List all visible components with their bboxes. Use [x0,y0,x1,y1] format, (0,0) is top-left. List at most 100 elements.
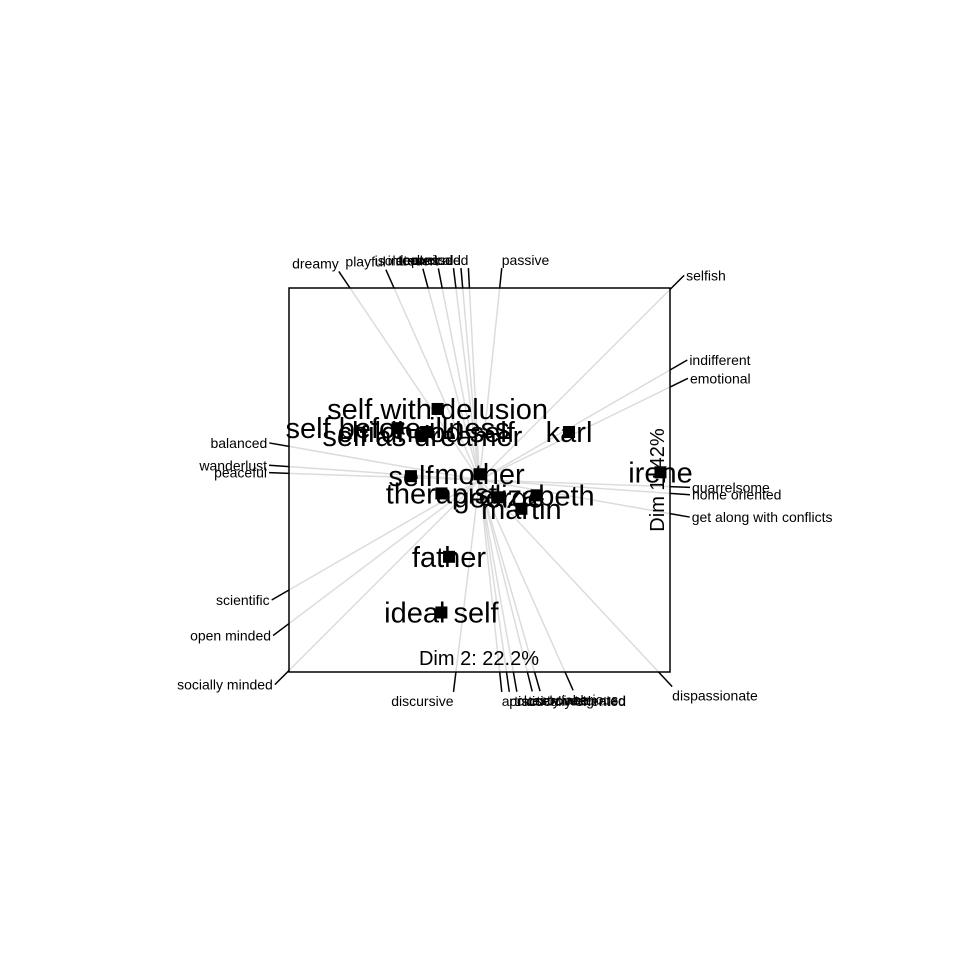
construct-ray [288,472,480,481]
construct-label: playful [345,254,385,270]
construct-tick [669,512,690,518]
element-label: mother [434,459,525,491]
construct-tick [498,268,503,289]
construct-ray [288,479,480,625]
element-label: ideal self [384,597,499,629]
construct-tick [512,671,518,692]
construct-tick [564,671,574,691]
construct-tick [268,471,290,475]
construct-tick [467,267,471,289]
element-marker [563,426,576,438]
x-axis-label: Dim 2: 22.2% [419,648,539,670]
construct-label: get along with conflicts [692,509,833,525]
element-label: childhood self [337,417,515,449]
construct-ray [478,479,501,673]
element-label: therapist [386,478,497,510]
element-label: karl [546,417,593,449]
construct-ray [479,479,671,495]
construct-tick [272,622,290,637]
construct-tick [452,268,457,289]
construct-label: sociable [540,692,592,708]
construct-ray [478,479,515,673]
construct-label: technical [398,252,453,268]
construct-label: balanced [210,435,267,451]
construct-label: dreamy [292,255,339,271]
construct-ray [479,479,671,488]
construct-label: passive [502,252,550,268]
construct-tick [274,669,290,686]
construct-label: emotional [690,370,751,386]
element-label: irene [628,457,693,489]
construct-ray [478,479,660,673]
element-label: martin [481,494,562,526]
construct-label: quarrelsome [692,479,770,495]
construct-label: socially minded [177,677,273,693]
construct-ray [441,287,481,481]
construct-ray [478,287,501,481]
construct-label: wanderlust [198,457,267,473]
construct-ray [393,287,481,481]
construct-tick [385,269,395,289]
element-marker [443,550,456,563]
element-marker [530,489,543,502]
construct-tick [669,274,685,291]
construct-ray [479,369,671,481]
construct-label: selfish [686,267,726,283]
construct-tick [669,377,689,388]
construct-label: isolated [375,253,423,269]
construct-tick [505,671,511,692]
construct-ray [427,287,481,481]
construct-ray [478,479,566,673]
element-label: george [453,482,543,514]
construct-tick [669,485,691,489]
element-marker [473,468,486,481]
construct-ray [288,479,481,672]
element-label: father [412,542,486,574]
construct-tick [437,268,443,289]
construct-ray [468,287,481,481]
element-marker [492,491,505,504]
construct-tick [452,671,457,692]
construct-ray [461,287,481,481]
construct-tick [460,268,464,289]
construct-label: home oriented [692,487,782,503]
element-marker [391,422,404,435]
construct-label: serious [573,691,618,707]
element-marker [416,429,429,442]
element-label: self before illness [286,413,510,445]
construct-tick [422,268,429,289]
element-marker [654,466,667,479]
construct-label: open minded [190,628,271,644]
element-marker [515,502,528,515]
construct-ray [288,445,480,481]
element-marker [431,402,444,415]
construct-ray [455,287,481,481]
construct-label: depressed [396,252,461,268]
construct-ray [478,479,529,673]
construct-tick [268,464,290,468]
construct-ray [288,465,480,481]
construct-ray [349,287,481,481]
construct-tick [498,671,503,692]
construct-label: indifferent [689,352,750,368]
construct-tick [271,589,290,601]
construct-ray [478,479,536,673]
construct-label: artistic [502,693,542,709]
construct-tick [533,671,541,692]
construct-ray [478,479,508,673]
element-label: self [388,461,434,493]
element-marker [404,470,417,483]
element-label: self as dreamer [322,421,522,453]
construct-labels: introverttechnicaldepressedexcludeddream… [177,252,832,709]
construct-label: practically oriented [509,693,626,709]
construct-tick [669,359,688,371]
construct-ticks [268,267,691,692]
construct-label: introvert [388,252,439,268]
construct-label: extrovert [532,692,587,708]
element-marker [435,487,448,500]
plot-frame [288,287,671,673]
element-label: elizabeth [479,480,595,512]
element-marker [435,606,448,619]
